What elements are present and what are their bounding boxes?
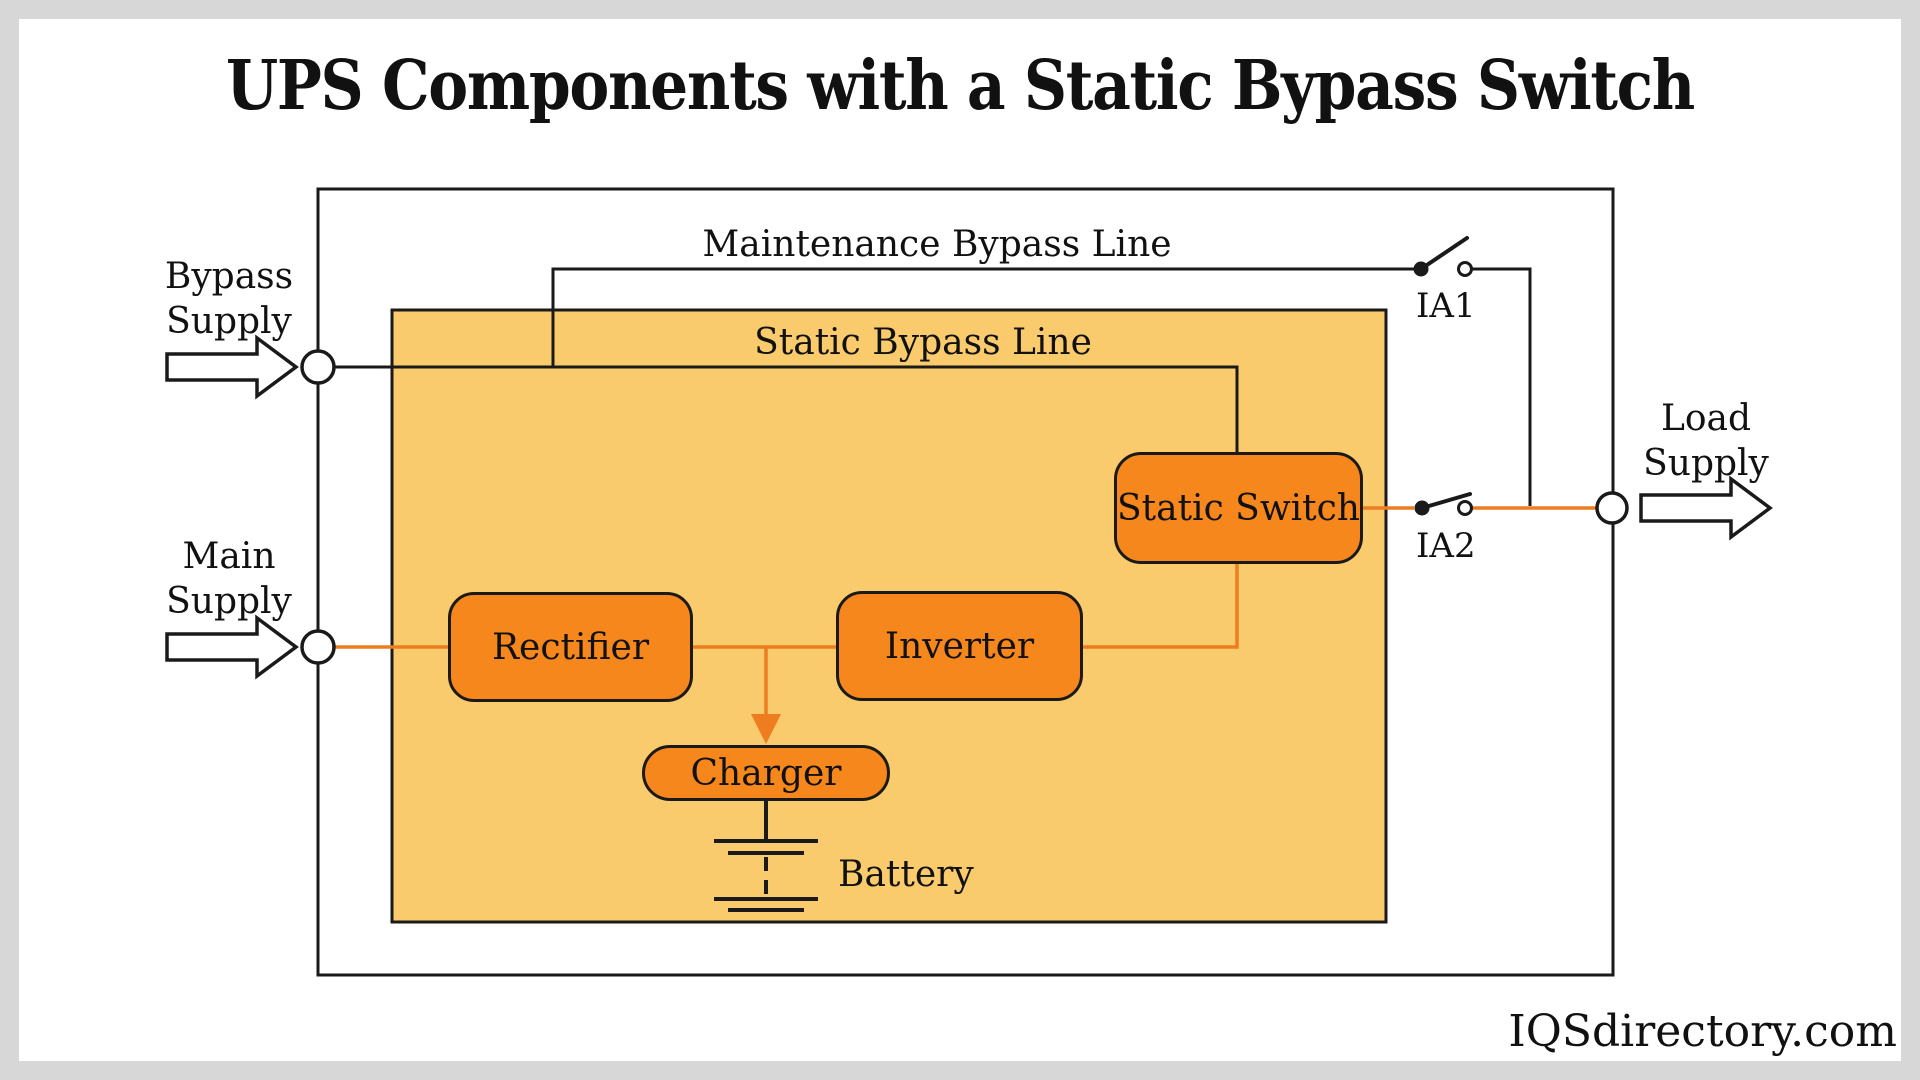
battery-icon: [714, 801, 818, 912]
ia1-switch-icon: [1413, 236, 1473, 277]
ia2-label: IA2: [1416, 526, 1476, 566]
main-supply-arrow-icon: [165, 614, 299, 680]
ia2-switch-icon: [1414, 492, 1473, 516]
charger-box: Charger: [642, 745, 890, 801]
battery-label: Battery: [838, 854, 974, 895]
static-switch-box: Static Switch: [1114, 452, 1363, 564]
static-bypass-wire: [318, 365, 1239, 456]
page-title: UPS Components with a Static Bypass Swit…: [226, 46, 1695, 126]
charger-label: Charger: [690, 752, 842, 794]
static-bypass-line-label: Static Bypass Line: [754, 322, 1092, 363]
inverter-label: Inverter: [884, 625, 1035, 667]
rectifier-label: Rectifier: [491, 626, 650, 668]
inverter-box: Inverter: [836, 591, 1083, 701]
maintenance-bypass-wire-left: [551, 267, 1414, 367]
maintenance-bypass-line-label: Maintenance Bypass Line: [702, 224, 1172, 265]
load-supply-label: Load Supply: [1643, 398, 1769, 484]
load-supply-arrow-icon: [1639, 475, 1773, 541]
ia1-label: IA1: [1416, 286, 1476, 326]
bypass-supply-node: [300, 349, 336, 385]
main-supply-node: [300, 629, 336, 665]
bypass-supply-arrow-icon: [165, 334, 299, 400]
bypass-supply-label: Bypass Supply: [164, 256, 294, 342]
ups-enclosure-outline: [316, 187, 1615, 977]
load-supply-node: [1595, 491, 1629, 525]
maintenance-bypass-wire-right: [1471, 267, 1532, 506]
charger-arrowhead-icon: [751, 714, 781, 744]
static-switch-label: Static Switch: [1117, 487, 1360, 529]
watermark: IQSdirectory.com: [1508, 1006, 1897, 1057]
main-supply-label: Main Supply: [166, 536, 292, 622]
inverter-to-static-switch-wire: [1083, 564, 1239, 649]
rectifier-box: Rectifier: [448, 592, 693, 702]
